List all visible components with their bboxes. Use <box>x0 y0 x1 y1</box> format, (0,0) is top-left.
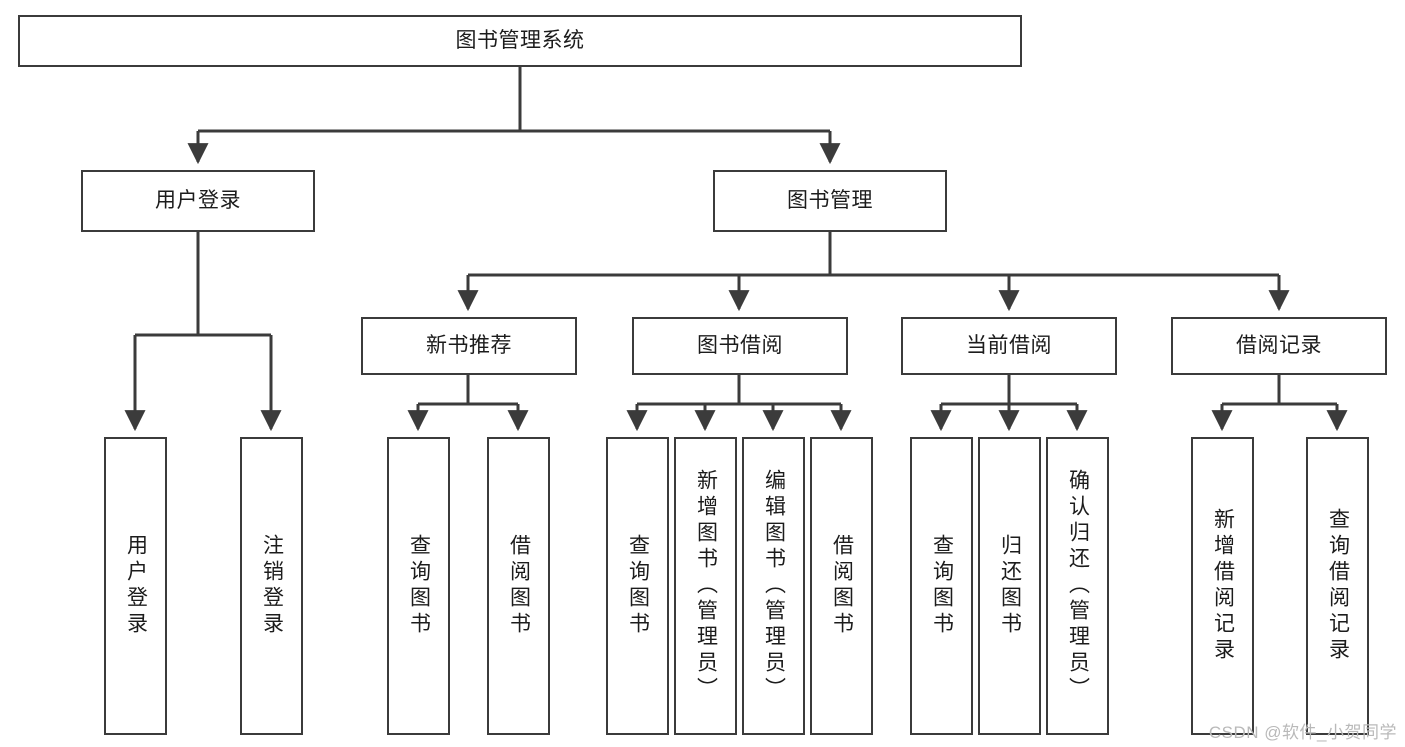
node-label: 查询借阅记录 <box>1326 508 1350 664</box>
node-label: 用户登录 <box>155 189 241 213</box>
node-label: 查询图书 <box>930 534 954 638</box>
node-borrow-record[interactable]: 借阅记录 <box>1171 317 1387 375</box>
csdn-watermark: CSDN @软件_小贺同学 <box>1208 723 1397 742</box>
node-label: 新增图书（管理员） <box>694 469 718 703</box>
leaf-borrow-book-add-book-admin[interactable]: 新增图书（管理员） <box>674 437 737 735</box>
node-label: 借阅记录 <box>1236 334 1322 358</box>
node-user-login[interactable]: 用户登录 <box>81 170 315 232</box>
node-new-book-recommend[interactable]: 新书推荐 <box>361 317 577 375</box>
node-label: 查询图书 <box>626 534 650 638</box>
leaf-borrow-book-query-book[interactable]: 查询图书 <box>606 437 669 735</box>
node-label: 借阅图书 <box>507 534 531 638</box>
leaf-borrow-record-query-record[interactable]: 查询借阅记录 <box>1306 437 1369 735</box>
leaf-current-borrow-confirm-return-admin[interactable]: 确认归还（管理员） <box>1046 437 1109 735</box>
leaf-borrow-book-edit-book-admin[interactable]: 编辑图书（管理员） <box>742 437 805 735</box>
node-label: 借阅图书 <box>830 534 854 638</box>
node-label: 归还图书 <box>998 534 1022 638</box>
node-label: 图书借阅 <box>697 334 783 358</box>
leaf-current-borrow-return-book[interactable]: 归还图书 <box>978 437 1041 735</box>
leaf-borrow-record-add-record[interactable]: 新增借阅记录 <box>1191 437 1254 735</box>
leaf-borrow-book-borrow-book[interactable]: 借阅图书 <box>810 437 873 735</box>
node-label: 编辑图书（管理员） <box>762 469 786 703</box>
node-root-book-management-system[interactable]: 图书管理系统 <box>18 15 1022 67</box>
node-label: 用户登录 <box>124 534 148 638</box>
node-label: 图书管理系统 <box>455 29 585 53</box>
node-label: 注销登录 <box>260 534 284 638</box>
node-label: 图书管理 <box>787 189 873 213</box>
leaf-user-login-logout[interactable]: 注销登录 <box>240 437 303 735</box>
node-label: 查询图书 <box>407 534 431 638</box>
node-label: 确认归还（管理员） <box>1066 469 1090 703</box>
leaf-new-book-borrow-book[interactable]: 借阅图书 <box>487 437 550 735</box>
node-label: 当前借阅 <box>966 334 1052 358</box>
leaf-current-borrow-query-book[interactable]: 查询图书 <box>910 437 973 735</box>
node-label: 新书推荐 <box>426 334 512 358</box>
node-book-management[interactable]: 图书管理 <box>713 170 947 232</box>
leaf-new-book-query-book[interactable]: 查询图书 <box>387 437 450 735</box>
node-book-borrow[interactable]: 图书借阅 <box>632 317 848 375</box>
leaf-user-login-login[interactable]: 用户登录 <box>104 437 167 735</box>
node-current-borrow[interactable]: 当前借阅 <box>901 317 1117 375</box>
node-label: 新增借阅记录 <box>1211 508 1235 664</box>
